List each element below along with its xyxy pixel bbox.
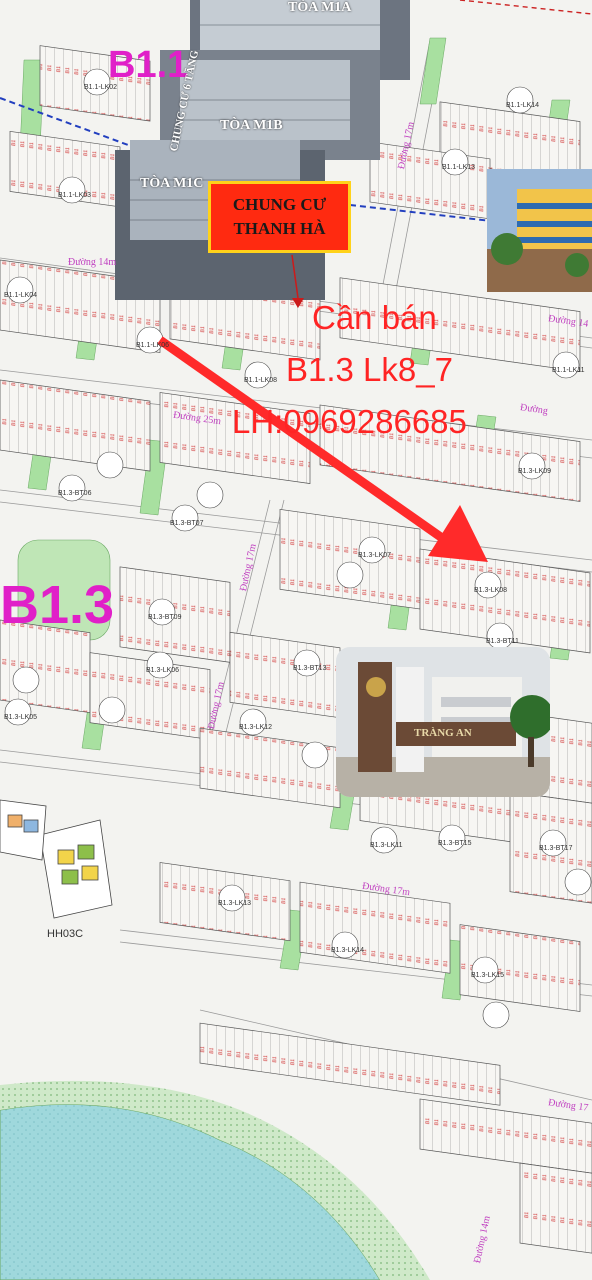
lot-label: B1.1-LK11 bbox=[552, 367, 585, 374]
lot-label: B1.1-LK08 bbox=[244, 377, 278, 384]
zone-label-b13: B1.3 bbox=[0, 575, 115, 635]
lot-label: B1.3-BT15 bbox=[438, 840, 472, 847]
lot-label: B1.3-LK11 bbox=[370, 842, 403, 849]
lot-label: B1.3-LK13 bbox=[218, 900, 252, 907]
lot-label: B1.3-BT11 bbox=[486, 638, 519, 645]
tower-label-m1a: TÒA M1A bbox=[288, 0, 352, 15]
lot-label: B1.3-BT06 bbox=[58, 490, 92, 497]
lot-label: B1.1-LK04 bbox=[4, 292, 38, 299]
lot-label: B1.1-LK06 bbox=[136, 342, 170, 349]
lot-label: B1.1-LK13 bbox=[442, 164, 476, 171]
tower-label-m1b: TÒA M1B bbox=[220, 118, 283, 133]
sale-title: Cần bán bbox=[312, 299, 437, 336]
sale-phone: LH:0969286685 bbox=[232, 403, 467, 440]
sale-lot-code: B1.3 Lk8_7 bbox=[286, 351, 453, 388]
lot-label: B1.3-LK15 bbox=[471, 972, 505, 979]
lot-label: B1.3-LK07 bbox=[358, 552, 392, 559]
tower-label-m1c: TÒA M1C bbox=[140, 176, 204, 191]
gate-sign-text: TRÀNG AN bbox=[414, 727, 472, 739]
lot-label: B1.3-LK06 bbox=[146, 667, 180, 674]
area-label-hh03c: HH03C bbox=[47, 928, 84, 940]
lot-label: B1.3-LK12 bbox=[239, 724, 273, 731]
school-photo bbox=[487, 169, 592, 292]
apartment-sign-line2: THANH HÀ bbox=[233, 219, 326, 238]
lot-label: B1.1-LK03 bbox=[58, 192, 92, 199]
school-gate-photo: TRÀNG AN bbox=[336, 647, 550, 797]
apartment-sign-line1: CHUNG CƯ bbox=[232, 195, 327, 214]
road-label-14m: Đường 14m bbox=[68, 257, 117, 268]
lot-label: B1.3-BT13 bbox=[293, 665, 327, 672]
lot-label: B1.1-LK02 bbox=[84, 84, 118, 91]
lot-label: B1.3-LK08 bbox=[474, 587, 508, 594]
lot-label: B1.3-BT17 bbox=[539, 845, 573, 852]
lot-label: B1.3-BT07 bbox=[170, 520, 204, 527]
lot-label: B1.3-LK05 bbox=[4, 714, 38, 721]
zone-label-b11: B1.1 bbox=[108, 44, 189, 86]
lot-label: B1.1-LK14 bbox=[506, 102, 540, 109]
lot-label: B1.3-LK09 bbox=[518, 468, 552, 475]
lot-label: B1.3-BT09 bbox=[148, 614, 182, 621]
apartment-sign: CHUNG CƯ THANH HÀ bbox=[208, 181, 351, 253]
lot-label: B1.3-LK14 bbox=[331, 947, 365, 954]
